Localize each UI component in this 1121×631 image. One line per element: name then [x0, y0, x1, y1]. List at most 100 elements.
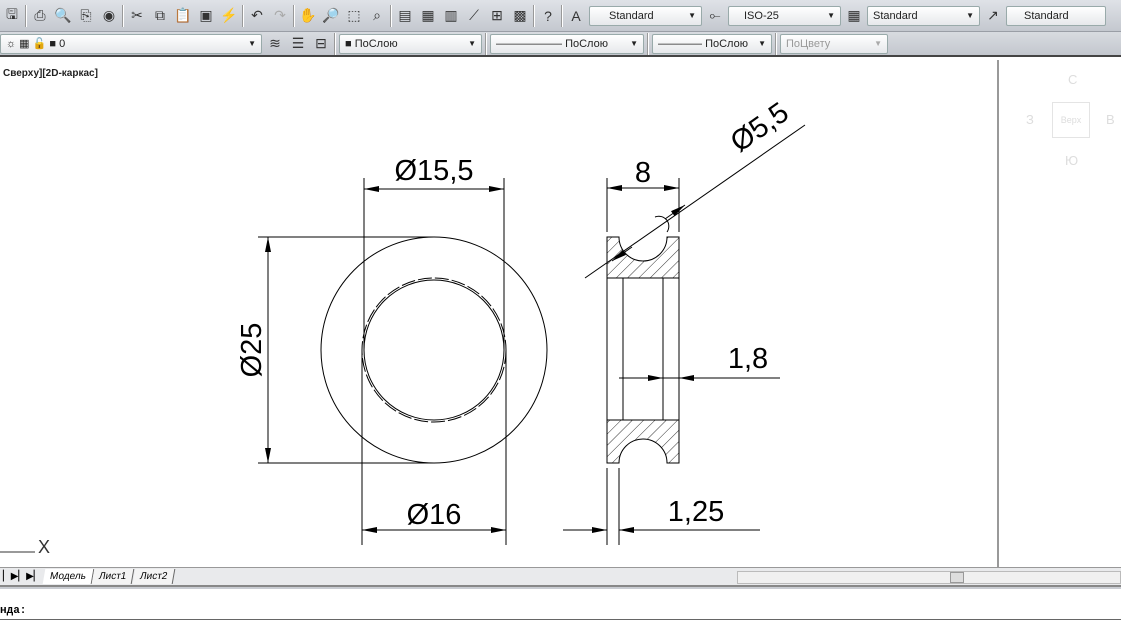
- calculator-icon[interactable]: ▩: [513, 7, 527, 23]
- plotstyle-label: ПоЦвету: [786, 37, 831, 50]
- separator: [293, 4, 295, 27]
- ucs-icon: X: [0, 537, 50, 557]
- tool-palettes-icon[interactable]: ▥: [444, 7, 458, 23]
- separator: [485, 32, 487, 55]
- chevron-down-icon: ▼: [827, 11, 835, 20]
- text-style-select[interactable]: Standard ▼: [589, 5, 702, 26]
- scrollbar-thumb[interactable]: [950, 572, 964, 583]
- drawing-canvas[interactable]: [0, 57, 1121, 567]
- match-properties-icon[interactable]: ▣: [199, 7, 213, 23]
- viewcube-face-top[interactable]: Верх: [1052, 102, 1090, 138]
- chevron-down-icon: ▼: [248, 39, 256, 48]
- layer-name: 0: [59, 38, 66, 50]
- help-icon[interactable]: ?: [544, 7, 552, 24]
- horizontal-scrollbar[interactable]: [737, 571, 1121, 584]
- table-style-value: Standard: [873, 9, 918, 22]
- copy-icon[interactable]: ⧉: [155, 7, 165, 23]
- zoom-window-icon[interactable]: ⬚: [347, 7, 361, 23]
- markup-icon[interactable]: ⊞: [491, 7, 503, 23]
- color-value: ■ ПоСлою: [345, 37, 398, 50]
- dim-wall-1-8[interactable]: 1,8: [728, 343, 768, 375]
- preview-icon[interactable]: 🔍: [54, 7, 72, 23]
- separator: [775, 32, 777, 55]
- layer-select[interactable]: ☼ ▦ 🔓 ■ 0 ▼: [0, 33, 262, 54]
- chevron-down-icon: ▼: [874, 39, 882, 48]
- 3d-dwf-icon[interactable]: ◉: [102, 7, 116, 23]
- color-select[interactable]: ■ ПоСлою ▼: [339, 33, 482, 54]
- separator: [122, 4, 124, 27]
- text-style-icon[interactable]: A: [571, 7, 581, 24]
- separator: [390, 4, 392, 27]
- separator: [25, 4, 27, 27]
- layer-state-icons: ☼ ▦ 🔓 ■ 0: [6, 38, 66, 50]
- table-style-select[interactable]: Standard ▼: [867, 5, 980, 26]
- dim-style-select[interactable]: ISO-25 ▼: [728, 5, 841, 26]
- chevron-down-icon: ▼: [468, 39, 476, 48]
- section-view: [563, 124, 806, 545]
- plotstyle-select: ПоЦвету ▼: [780, 33, 888, 54]
- viewcube[interactable]: С З В Ю Верх: [1026, 70, 1120, 170]
- mleader-style-value: Standard: [1024, 9, 1069, 22]
- zoom-previous-icon[interactable]: ⌕: [373, 7, 381, 23]
- sheet-set-icon[interactable]: ⟋: [469, 7, 479, 23]
- publish-icon[interactable]: ⎘: [80, 7, 92, 23]
- linetype-select[interactable]: —————— ПоСлою▼: [490, 33, 644, 54]
- dim-diameter-16[interactable]: Ø16: [407, 499, 462, 531]
- dim-1-25[interactable]: 1,25: [668, 496, 724, 528]
- tab-nav-icons[interactable]: ▏▶▏▶▏: [3, 571, 42, 582]
- paste-icon[interactable]: 📋: [174, 7, 192, 23]
- command-divider: [0, 619, 1121, 620]
- dim-style-icon[interactable]: ⟜: [709, 7, 721, 23]
- viewport-label[interactable]: Сверху][2D-каркас]: [3, 68, 98, 79]
- layer-previous-icon[interactable]: ☰: [291, 35, 305, 51]
- dim-diameter-25[interactable]: Ø25: [236, 323, 268, 378]
- tab-sheet1[interactable]: Лист1: [92, 569, 135, 584]
- pan-icon[interactable]: ✋: [299, 7, 317, 23]
- tab-sheet2[interactable]: Лист2: [132, 569, 176, 584]
- zoom-realtime-icon[interactable]: 🔎: [322, 7, 340, 23]
- tab-label: Модель: [49, 571, 88, 582]
- properties-icon[interactable]: ▤: [398, 7, 412, 23]
- chevron-down-icon: ▼: [688, 11, 696, 20]
- standard-toolbar: 🖫 ⎙ 🔍 ⎘ ◉ ✂ ⧉ 📋 ▣ ⚡ ↶ ↷ ✋ 🔎 ⬚ ⌕ ▤ ▦ ▥ ⟋ …: [0, 0, 1121, 32]
- front-view: [258, 178, 548, 545]
- dim-style-value: ISO-25: [744, 9, 779, 22]
- lineweight-label: ПоСлою: [705, 37, 748, 50]
- text-style-value: Standard: [609, 9, 654, 22]
- command-line[interactable]: нда:: [0, 589, 1121, 631]
- chevron-down-icon: ▼: [758, 39, 766, 48]
- viewcube-east[interactable]: В: [1106, 112, 1115, 127]
- lineweight-value: ———— ПоСлою: [658, 37, 748, 50]
- command-prompt: нда:: [0, 605, 27, 617]
- chevron-down-icon: ▼: [630, 39, 638, 48]
- dim-width-8[interactable]: 8: [635, 157, 651, 189]
- tab-label: Лист2: [138, 571, 168, 582]
- viewcube-south[interactable]: Ю: [1065, 153, 1079, 168]
- cut-icon[interactable]: ✂: [131, 7, 143, 23]
- mleader-style-select[interactable]: Standard: [1006, 5, 1106, 26]
- separator: [561, 4, 563, 27]
- block-editor-icon[interactable]: ⚡: [220, 7, 238, 23]
- tab-model[interactable]: Модель: [43, 569, 95, 584]
- viewcube-north[interactable]: С: [1068, 72, 1078, 87]
- dim-groove-5-5[interactable]: Ø5,5: [725, 96, 795, 158]
- mleader-style-icon[interactable]: ↗: [987, 7, 999, 23]
- lineweight-select[interactable]: ———— ПоСлою ▼: [652, 33, 772, 54]
- separator: [647, 32, 649, 55]
- table-style-icon[interactable]: ▦: [847, 7, 861, 23]
- layout-tabs-bar: ▏▶▏▶▏ Модель Лист1 Лист2: [0, 567, 1121, 587]
- viewcube-west[interactable]: З: [1026, 112, 1034, 127]
- print-icon[interactable]: ⎙: [34, 7, 46, 23]
- save-icon[interactable]: 🖫: [6, 5, 18, 22]
- linetype-label: ПоСлою: [565, 37, 608, 50]
- chevron-down-icon: ▼: [966, 11, 974, 20]
- undo-icon[interactable]: ↶: [251, 7, 263, 23]
- make-current-layer-icon[interactable]: ≋: [269, 35, 281, 51]
- layer-state-icon[interactable]: ⊟: [315, 35, 327, 51]
- redo-icon[interactable]: ↷: [274, 7, 286, 23]
- separator: [242, 4, 244, 27]
- ucs-x-label: X: [38, 537, 50, 557]
- dim-diameter-15-5[interactable]: Ø15,5: [395, 155, 474, 187]
- separator: [533, 4, 535, 27]
- design-center-icon[interactable]: ▦: [421, 7, 435, 23]
